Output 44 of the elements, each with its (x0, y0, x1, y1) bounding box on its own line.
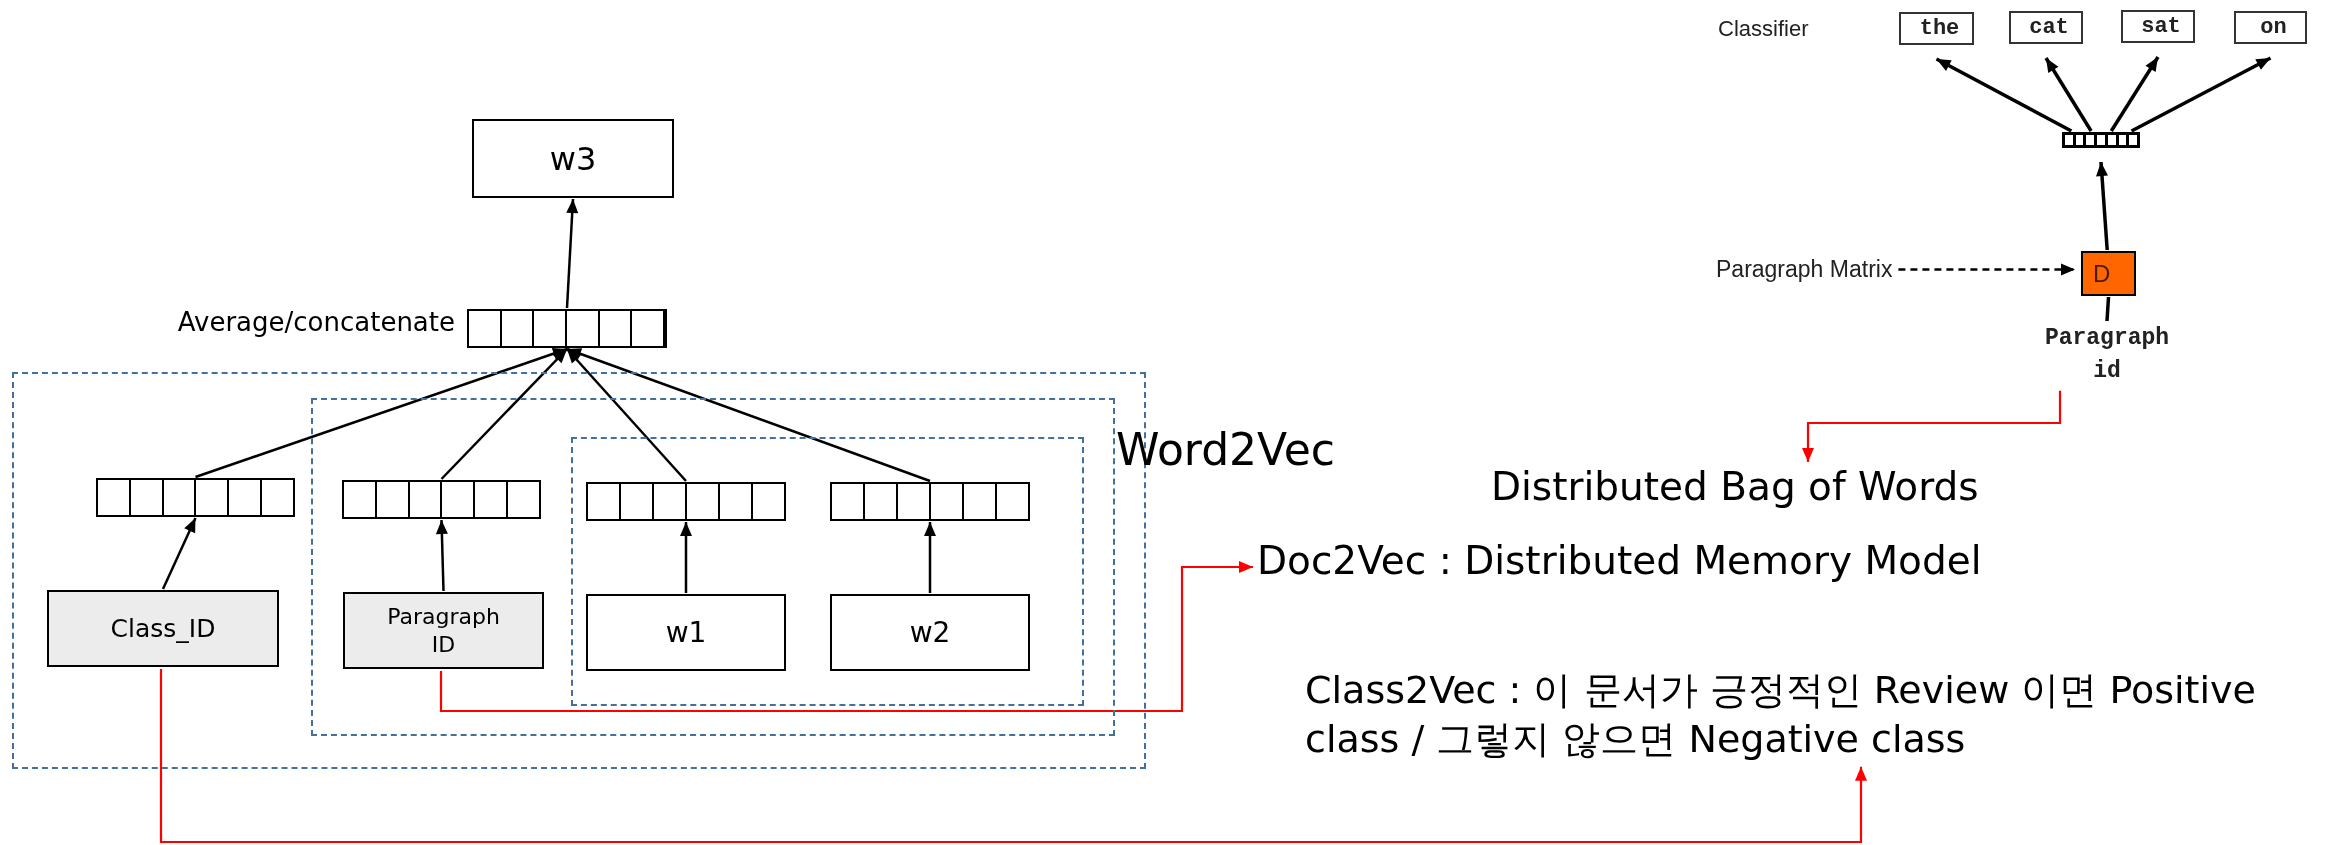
word-box: sat (2121, 10, 2195, 43)
arrow (2109, 56, 2160, 132)
arrow (195, 347, 568, 479)
input-box: Class_ID (47, 590, 279, 667)
arrow (565, 198, 579, 309)
arrow (440, 348, 568, 480)
arrow (2096, 161, 2109, 251)
arrow (566, 347, 931, 483)
dashed-arrow (1898, 263, 2075, 276)
word-box: the (1899, 12, 1974, 45)
group-label: Word2Vec (1116, 424, 1336, 475)
vector-bar (830, 482, 1030, 521)
word-box: cat (2009, 11, 2083, 44)
connector-line (2105, 296, 2111, 322)
arrow (435, 519, 448, 592)
dashed-frame (311, 398, 1115, 736)
caption-text: Paragraph id (2030, 322, 2184, 389)
vector-caption: Average/concatenate (177, 307, 455, 337)
caption-text: Paragraph Matrix (1716, 256, 1893, 283)
arrow (2130, 56, 2272, 133)
word-box: w3 (472, 119, 674, 198)
arrow (161, 517, 197, 590)
arrow (439, 561, 1253, 713)
note-text: Class2Vec : 이 문서가 긍정적인 Review 이면 Positive class / 그렇지 않으면 Negative class (1305, 666, 2315, 765)
arrow (1935, 57, 2073, 133)
word-box: w1 (586, 594, 786, 671)
input-box: Paragraph ID (343, 592, 544, 669)
arrow (680, 522, 692, 593)
arrow (566, 348, 687, 482)
note-text: Distributed Bag of Words (1491, 464, 1979, 509)
arrow (2044, 57, 2093, 132)
matrix-box: D (2081, 251, 2136, 296)
vector-bar (586, 482, 786, 521)
arrow (924, 522, 936, 593)
arrow (159, 669, 1867, 844)
word-box: w2 (830, 594, 1030, 671)
arrow (1802, 390, 2062, 462)
note-text: Doc2Vec : Distributed Memory Model (1257, 538, 1982, 583)
vector-bar (96, 478, 295, 517)
dashed-frame (571, 437, 1084, 706)
vector-bar (2062, 132, 2140, 148)
heading-text: Classifier (1718, 16, 1809, 42)
word-box: on (2234, 11, 2307, 44)
vector-bar (342, 480, 541, 519)
